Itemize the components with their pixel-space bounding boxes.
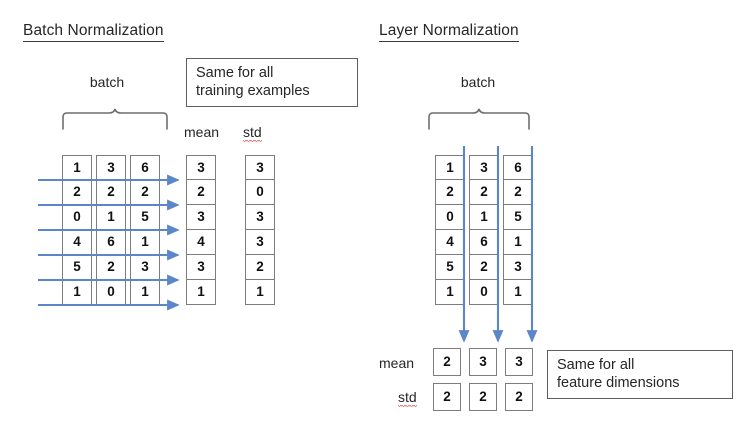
bn-cell: 6 (130, 155, 160, 180)
bn-std-cell: 3 (245, 205, 275, 230)
bn-cell: 1 (62, 280, 92, 305)
bn-std-column: 3 0 3 3 2 1 (245, 155, 275, 305)
bn-mean-cell: 1 (186, 280, 216, 305)
bn-cell: 2 (62, 180, 92, 205)
ln-cell: 4 (435, 230, 465, 255)
ln-cell: 1 (435, 155, 465, 180)
layer-normalization-title: Layer Normalization (379, 22, 519, 43)
ln-matrix-column: 1 2 0 4 5 1 (435, 155, 465, 305)
bn-batch-brace (62, 108, 170, 130)
ln-mean-cell: 3 (505, 348, 533, 376)
bn-cell: 2 (130, 180, 160, 205)
ln-batch-brace (428, 108, 532, 130)
ln-std-cell: 2 (505, 383, 533, 411)
ln-cell: 2 (435, 180, 465, 205)
bn-matrix-column: 1 2 0 4 5 1 (62, 155, 92, 305)
ln-cell: 1 (435, 280, 465, 305)
bn-matrix-column: 3 2 1 6 2 0 (96, 155, 126, 305)
bn-mean-cell: 3 (186, 255, 216, 280)
bn-cell: 1 (96, 205, 126, 230)
layer-normalization-panel: Layer Normalization batch 1 2 0 4 5 1 3 … (372, 0, 743, 433)
bn-mean-cell: 3 (186, 155, 216, 180)
bn-cell: 3 (130, 255, 160, 280)
bn-std-cell: 3 (245, 230, 275, 255)
ln-cell: 1 (503, 280, 533, 305)
ln-cell: 0 (469, 280, 499, 305)
bn-std-cell: 1 (245, 280, 275, 305)
ln-mean-cell: 3 (469, 348, 497, 376)
ln-cell: 6 (503, 155, 533, 180)
bn-cell: 3 (96, 155, 126, 180)
ln-mean-label: mean (379, 355, 415, 371)
ln-std-cell: 2 (433, 383, 461, 411)
ln-cell: 5 (435, 255, 465, 280)
bn-cell: 5 (130, 205, 160, 230)
bn-cell: 2 (96, 255, 126, 280)
bn-mean-cell: 4 (186, 230, 216, 255)
ln-matrix-column: 6 2 5 1 3 1 (503, 155, 533, 305)
ln-mean-cell: 2 (433, 348, 461, 376)
ln-cell: 3 (469, 155, 499, 180)
ln-cell: 2 (503, 180, 533, 205)
ln-matrix-column: 3 2 1 6 2 0 (469, 155, 499, 305)
bn-mean-label: mean (184, 124, 220, 140)
bn-input-matrix: 1 2 0 4 5 1 3 2 1 6 2 0 6 2 5 1 3 1 (62, 155, 160, 305)
bn-std-cell: 0 (245, 180, 275, 205)
bn-cell: 1 (130, 280, 160, 305)
bn-cell: 6 (96, 230, 126, 255)
bn-batch-label: batch (89, 74, 125, 90)
batch-normalization-title: Batch Normalization (23, 22, 164, 43)
ln-mean-row: 2 3 3 (433, 348, 533, 376)
bn-cell: 0 (62, 205, 92, 230)
ln-cell: 2 (469, 255, 499, 280)
bn-callout-box: Same for all training examples (186, 58, 358, 108)
ln-std-cell: 2 (469, 383, 497, 411)
ln-batch-label: batch (460, 74, 496, 90)
ln-input-matrix: 1 2 0 4 5 1 3 2 1 6 2 0 6 2 5 1 3 1 (435, 155, 533, 305)
batch-normalization-panel: Batch Normalization batch 1 2 0 4 5 1 3 … (23, 22, 358, 305)
bn-cell: 1 (62, 155, 92, 180)
bn-cell: 5 (62, 255, 92, 280)
ln-std-row: 2 2 2 (433, 383, 533, 411)
ln-cell: 6 (469, 230, 499, 255)
bn-cell: 4 (62, 230, 92, 255)
bn-mean-cell: 3 (186, 205, 216, 230)
bn-mean-cell: 2 (186, 180, 216, 205)
bn-std-label: std (243, 124, 262, 142)
bn-cell: 1 (130, 230, 160, 255)
ln-cell: 2 (469, 180, 499, 205)
bn-matrix-column: 6 2 5 1 3 1 (130, 155, 160, 305)
ln-cell: 3 (503, 255, 533, 280)
ln-cell: 0 (435, 205, 465, 230)
bn-cell: 0 (96, 280, 126, 305)
bn-mean-column: 3 2 3 4 3 1 (186, 155, 216, 305)
ln-cell: 5 (503, 205, 533, 230)
ln-std-label: std (398, 389, 417, 407)
bn-std-cell: 3 (245, 155, 275, 180)
ln-cell: 1 (503, 230, 533, 255)
ln-cell: 1 (469, 205, 499, 230)
ln-callout-box: Same for all feature dimensions (547, 350, 733, 400)
bn-std-cell: 2 (245, 255, 275, 280)
bn-cell: 2 (96, 180, 126, 205)
